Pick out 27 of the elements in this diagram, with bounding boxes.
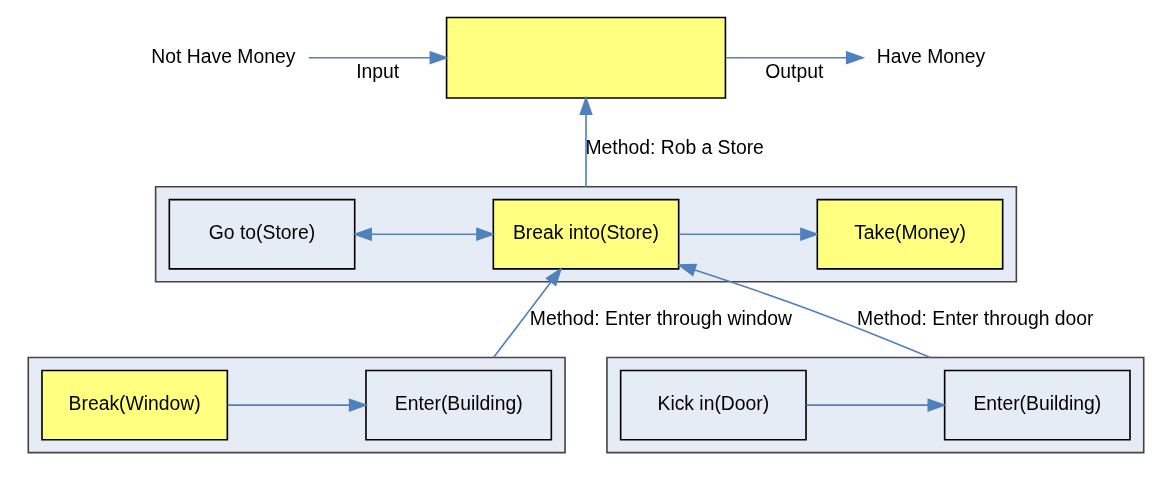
node-box: Break(Window) [41,369,229,441]
arrow [676,263,932,359]
edge-label: Method: Rob a Store [585,135,764,158]
node-box: Enter(Building) [365,369,553,441]
edge-label: Input [356,60,400,83]
arrow [579,95,593,188]
node-box [445,16,727,99]
arrow [352,227,496,242]
node-box: Enter(Building) [943,369,1131,441]
node-text: Have Money [876,44,986,67]
arrow [308,50,449,65]
arrow [678,227,820,242]
node-box: Take(Money) [816,198,1004,270]
edge-label: Method: Enter through door [857,306,1094,329]
node-box: Kick in(Door) [619,369,807,441]
node-text: Not Have Money [151,44,296,67]
arrow [492,266,563,359]
cluster [27,356,566,454]
edge-label: Method: Enter through window [529,306,793,329]
arrow [805,398,947,412]
cluster [154,185,1018,283]
node-box: Go to(Store) [168,198,356,270]
edge-label: Output [765,60,824,83]
node-box: Break into(Store) [492,198,680,270]
arrow [226,398,369,412]
cluster [606,356,1145,454]
arrow [725,50,866,65]
